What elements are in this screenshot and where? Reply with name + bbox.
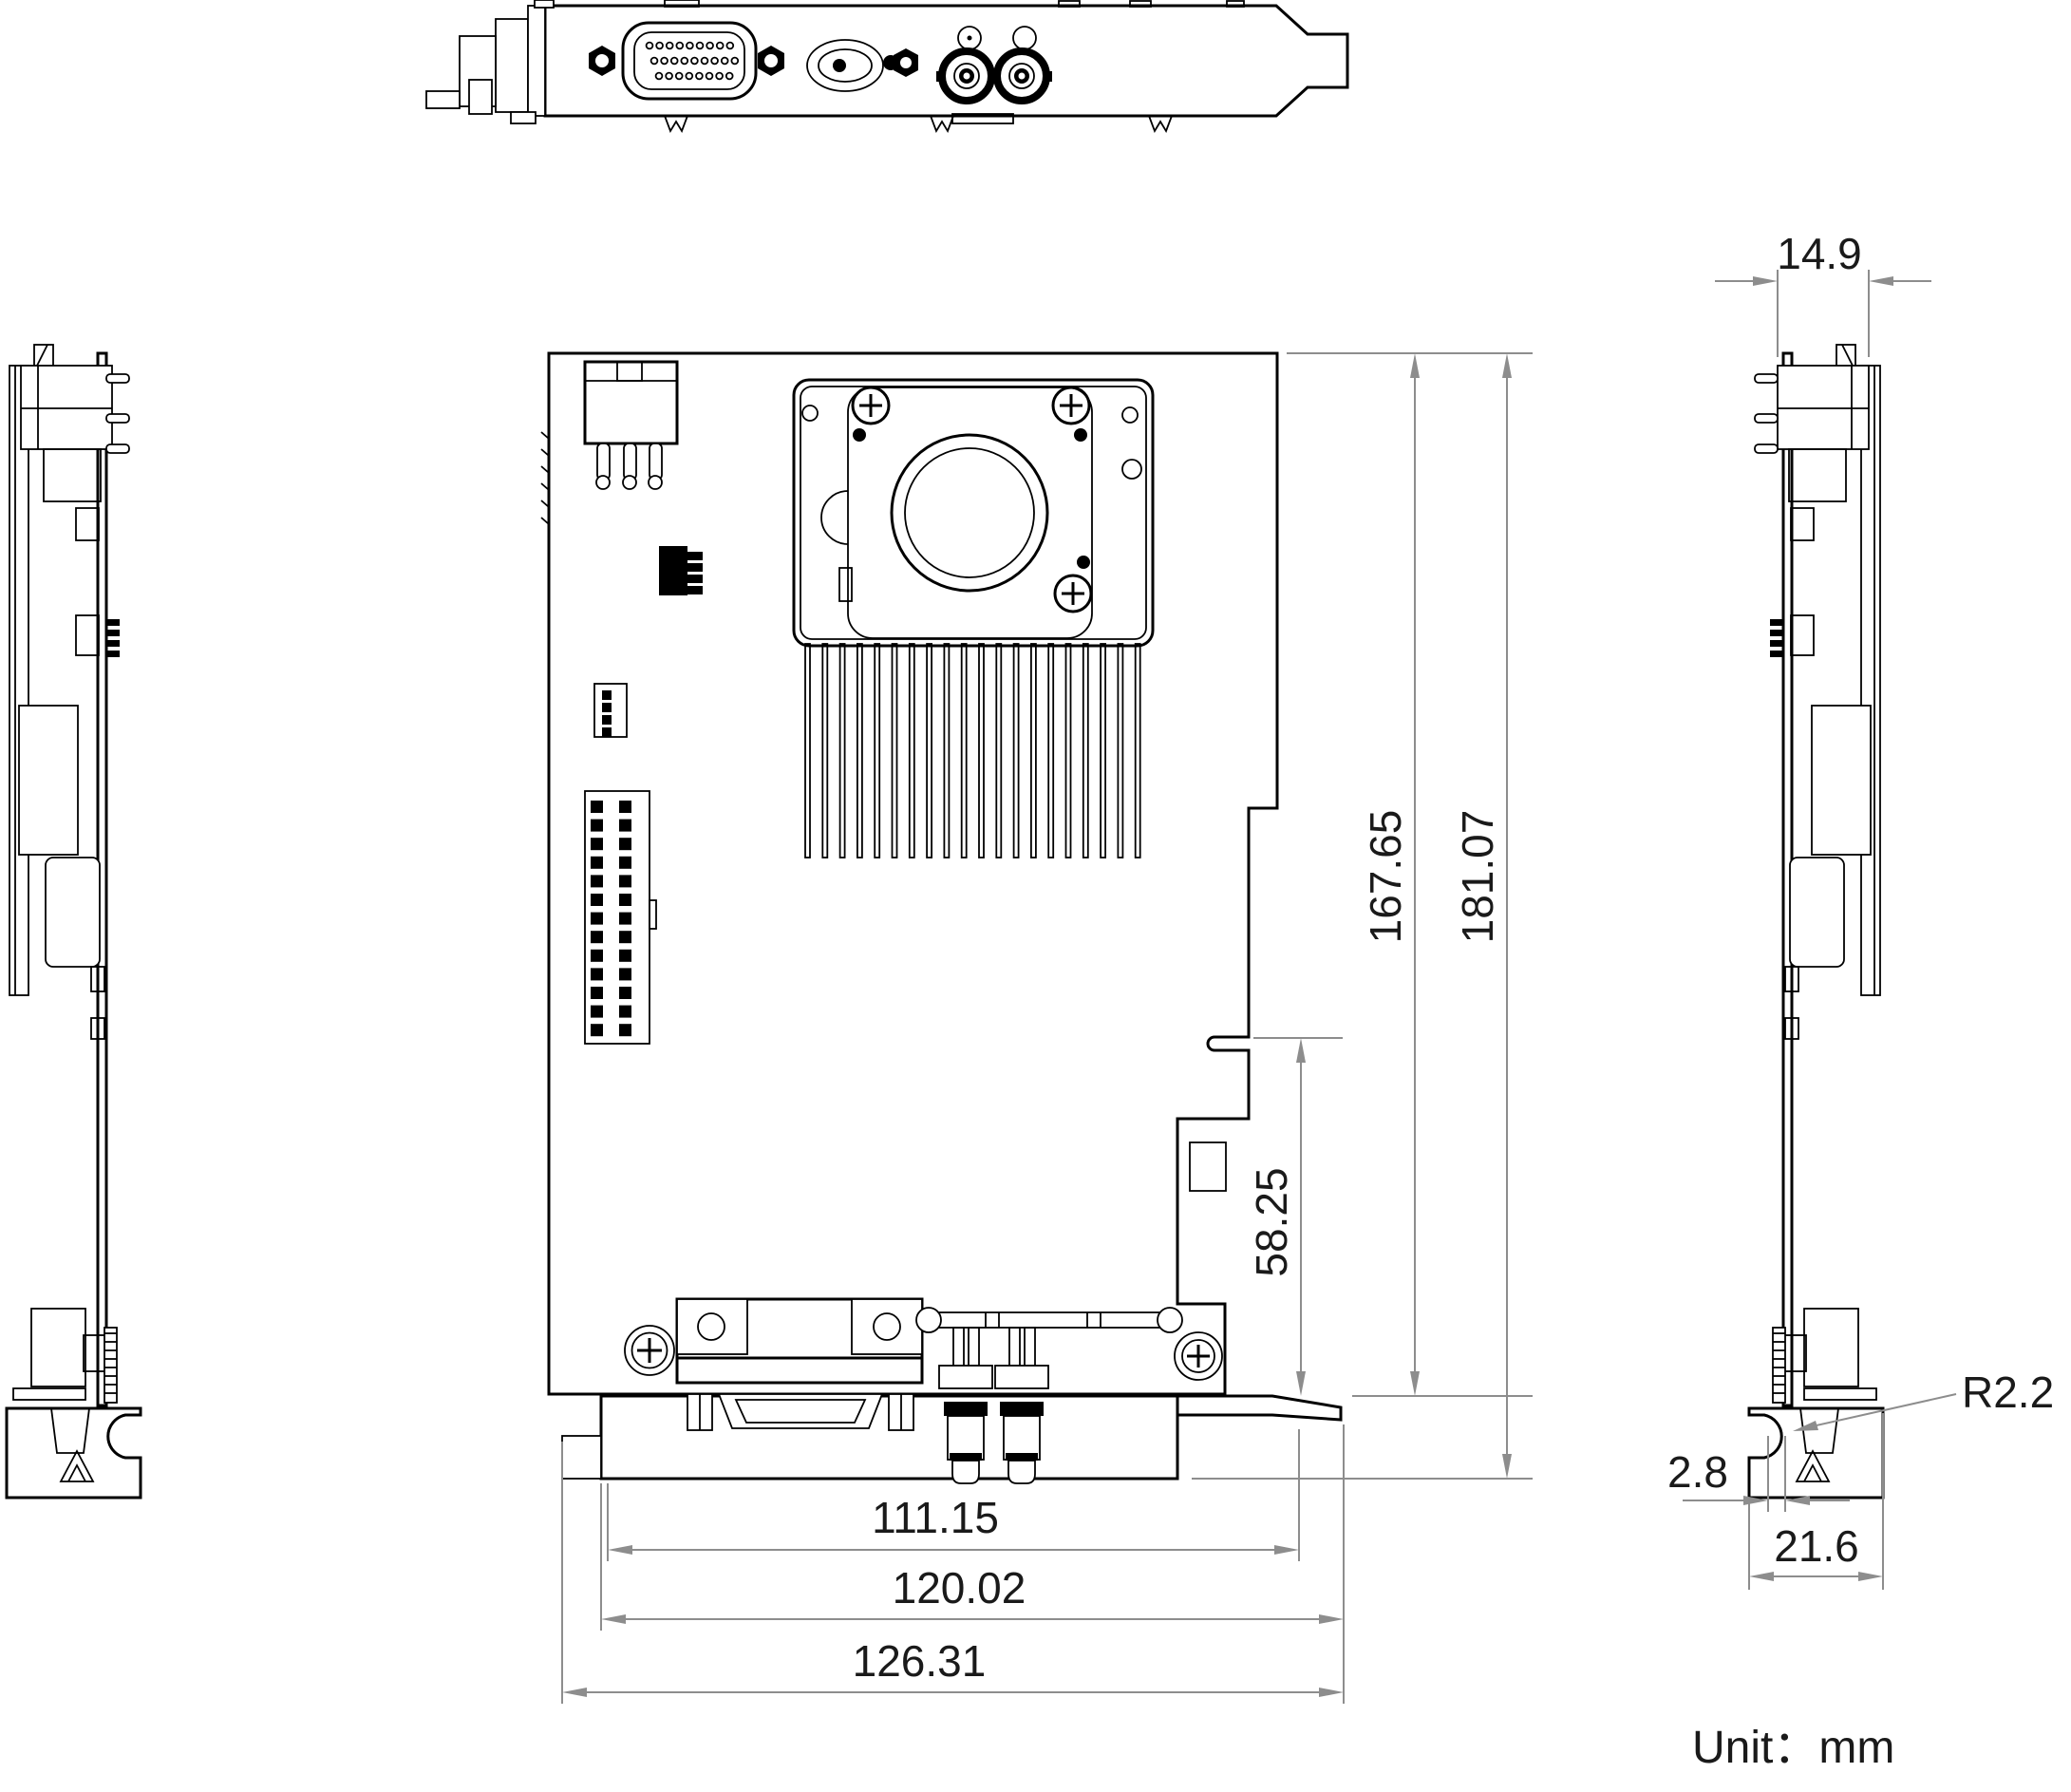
db26-housing-front bbox=[675, 1297, 924, 1431]
heatsink-fins bbox=[804, 643, 1141, 858]
bracket-bar bbox=[9, 365, 29, 996]
unit-label: Unit：mm bbox=[1692, 1723, 1894, 1773]
dim-pcie-notch-offset-label: 58.25 bbox=[1247, 1167, 1296, 1276]
bnc-front-assembly bbox=[915, 1307, 1183, 1484]
heatsink-side bbox=[45, 857, 101, 968]
fan-opening bbox=[890, 433, 1049, 593]
bracket-left-end bbox=[425, 0, 555, 124]
dim-pcie-notch-offset: 58.25 bbox=[1247, 1037, 1343, 1396]
dim-overall-width: 126.31 bbox=[562, 1636, 1344, 1697]
through-pin bbox=[1754, 413, 1779, 424]
bracket-bar bbox=[1860, 365, 1881, 996]
right-side-view bbox=[1747, 344, 1885, 1500]
dim-width-inner: 111.15 bbox=[608, 1493, 1299, 1555]
solder-pins bbox=[1770, 619, 1783, 657]
dim-notch-offset-label: 2.8 bbox=[1667, 1447, 1728, 1497]
dim-overall-height: 181.07 bbox=[1453, 353, 1512, 1479]
db26-connector bbox=[589, 21, 784, 101]
bnc-barrel-2 bbox=[1000, 1402, 1044, 1484]
bnc-support-bar bbox=[928, 1311, 1171, 1329]
db26-pin-holes bbox=[645, 41, 740, 81]
bracket-top-tabs bbox=[664, 0, 1245, 8]
pin-header-pins bbox=[591, 801, 631, 1037]
pin-header-2x13 bbox=[584, 790, 657, 1045]
mount-screw-left bbox=[624, 1325, 675, 1376]
bnc-thread-lines bbox=[104, 1332, 117, 1394]
dim-overall-width-label: 126.31 bbox=[853, 1636, 987, 1686]
plate-hole bbox=[801, 405, 819, 422]
front-view bbox=[540, 351, 1343, 1484]
edge-tab bbox=[1189, 1141, 1227, 1192]
dim-overall-height-label: 181.07 bbox=[1453, 810, 1502, 944]
dim-bracket-connector-width: 14.9 bbox=[1715, 229, 1931, 357]
component-side bbox=[1790, 614, 1815, 656]
left-side-view bbox=[5, 344, 142, 1500]
through-pin bbox=[105, 413, 130, 424]
dim-notch-radius: R2.2 bbox=[1793, 1368, 2054, 1431]
bnc-connector-2 bbox=[991, 26, 1052, 104]
fan-frame bbox=[847, 387, 1093, 639]
plate-hole bbox=[1121, 459, 1142, 480]
dim-bracket-connector-width-label: 14.9 bbox=[1777, 229, 1862, 278]
bnc-side-body bbox=[30, 1308, 86, 1387]
dim-foot-width: 21.6 bbox=[1748, 1413, 1884, 1590]
dim-notch-radius-label: R2.2 bbox=[1962, 1368, 2054, 1417]
component-side bbox=[1790, 507, 1815, 541]
fan-screw bbox=[851, 386, 891, 425]
pcb-edge-serration bbox=[540, 431, 550, 525]
fan-screw bbox=[1051, 386, 1091, 425]
fan-frame-ear bbox=[820, 490, 849, 545]
component-side bbox=[75, 614, 100, 656]
mount-screw-right bbox=[1174, 1331, 1223, 1381]
dim-foot-width-label: 21.6 bbox=[1774, 1521, 1859, 1571]
through-pin bbox=[1754, 443, 1779, 454]
fan-side bbox=[1811, 705, 1872, 856]
plate-hole bbox=[1121, 406, 1139, 424]
aux-connector bbox=[806, 39, 918, 92]
dimensions: 14.9 167.65 181.07 58.25 bbox=[561, 229, 2054, 1773]
fan-side bbox=[18, 705, 79, 856]
bracket-foot-tab bbox=[951, 113, 1014, 124]
through-pin bbox=[105, 373, 130, 384]
dim-width-inner-label: 111.15 bbox=[872, 1493, 999, 1542]
dim-board-height-label: 167.65 bbox=[1361, 810, 1410, 944]
dsub-face bbox=[717, 1393, 884, 1429]
fan-screw bbox=[1053, 574, 1093, 613]
bnc-thread bbox=[104, 1327, 118, 1404]
power-connector-side bbox=[20, 365, 113, 450]
jst-connector bbox=[659, 546, 703, 595]
solder-pins bbox=[106, 619, 120, 657]
jackscrew-hole bbox=[697, 1312, 725, 1341]
power-connector-side bbox=[1777, 365, 1870, 450]
bracket-tab bbox=[1176, 1394, 1343, 1422]
component-side bbox=[75, 507, 100, 541]
through-pin bbox=[1754, 373, 1779, 384]
dim-width-mid: 120.02 bbox=[601, 1563, 1344, 1624]
bnc-barrel-1 bbox=[944, 1402, 988, 1484]
bracket-lip bbox=[561, 1435, 602, 1480]
through-pin bbox=[105, 443, 130, 454]
dim-width-mid-label: 120.02 bbox=[893, 1563, 1026, 1613]
dim-board-height: 167.65 bbox=[1361, 353, 1420, 1396]
heatsink-side bbox=[1789, 857, 1845, 968]
fan-assembly bbox=[792, 378, 1155, 648]
dim-notch-offset: 2.8 bbox=[1667, 1436, 1850, 1512]
jackscrew-hole bbox=[873, 1312, 901, 1341]
header-4pin bbox=[593, 683, 628, 738]
bnc-side-body bbox=[1803, 1308, 1859, 1387]
power-connector bbox=[583, 360, 679, 490]
bnc-thread bbox=[1772, 1327, 1786, 1404]
bnc2-index-hole bbox=[1012, 26, 1037, 50]
bracket-feet bbox=[664, 115, 1173, 134]
top-view bbox=[425, 0, 1349, 134]
bnc-thread-lines bbox=[1773, 1332, 1785, 1394]
